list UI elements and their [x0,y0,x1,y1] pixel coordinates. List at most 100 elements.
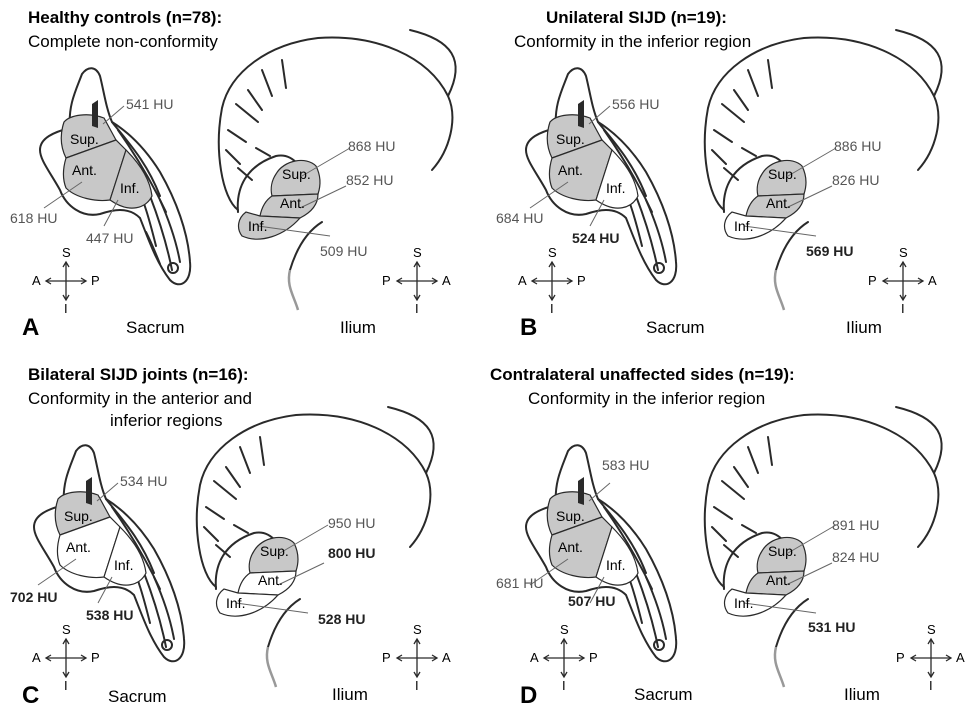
sacrum-label: Sacrum [108,687,167,707]
ilium-inf-hu: 531 HU [808,619,855,635]
sacrum-ant-label: Ant. [66,539,91,555]
panel-title: Healthy controls (n=78): [28,8,222,28]
sacrum-label: Sacrum [634,685,693,705]
compass-sacrum-i: I [562,678,566,693]
sacrum-sup-hu: 583 HU [602,457,649,473]
sacrum-ant-hu: 618 HU [10,210,57,226]
sacrum-inf-label: Inf. [120,180,139,196]
sacrum-sup-label: Sup. [556,131,585,147]
compass-sacrum-p: P [91,650,100,665]
ilium-sup-label: Sup. [768,543,797,559]
panel-subtitle-line2: inferior regions [110,411,222,431]
panel-subtitle: Conformity in the inferior region [514,32,751,52]
panel-letter: D [520,682,537,710]
compass-ilium-i: I [929,678,933,693]
compass-sacrum-s: S [62,245,71,260]
panel-c: Bilateral SIJD joints (n=16): Conformity… [0,357,485,714]
panel-d: Contralateral unaffected sides (n=19): C… [486,357,971,714]
ilium-ant-hu: 852 HU [346,172,393,188]
compass-sacrum-a: A [518,273,527,288]
sacrum-inf-hu: 524 HU [572,230,619,246]
sacrum-inf-label: Inf. [114,557,133,573]
panel-title: Contralateral unaffected sides (n=19): [490,365,795,385]
ilium-ant-hu: 800 HU [328,545,375,561]
ilium-inf-label: Inf. [734,218,753,234]
compass-sacrum-a: A [530,650,539,665]
panel-subtitle: Complete non-conformity [28,32,218,52]
ilium-inf-label: Inf. [226,595,245,611]
sacrum-ant-label: Ant. [72,162,97,178]
compass-ilium-p: P [382,650,391,665]
panel-c-drawing [0,357,485,714]
compass-ilium-a: A [928,273,937,288]
sacrum-inf-hu: 507 HU [568,593,615,609]
panel-a-drawing [0,0,485,357]
ilium-ant-label: Ant. [258,572,283,588]
sacrum-ant-label: Ant. [558,539,583,555]
ilium-ant-hu: 826 HU [832,172,879,188]
compass-sacrum-arrows [46,262,86,300]
ilium-outline [219,38,452,210]
sacrum-sup-hu: 541 HU [126,96,173,112]
ilium-sup-hu: 891 HU [832,517,879,533]
ilium-sup-label: Sup. [768,166,797,182]
ilium-sup-label: Sup. [260,543,289,559]
compass-ilium-i: I [415,678,419,693]
panel-subtitle: Conformity in the anterior and [28,389,252,409]
ilium-label: Ilium [340,318,376,338]
sacrum-label: Sacrum [126,318,185,338]
sacrum-sup-label: Sup. [70,131,99,147]
ilium-inf-label: Inf. [734,595,753,611]
sacrum-sup-hu: 556 HU [612,96,659,112]
compass-ilium-a: A [442,273,451,288]
compass-sacrum-p: P [589,650,598,665]
ilium-sup-label: Sup. [282,166,311,182]
compass-sacrum-p: P [577,273,586,288]
panel-title: Unilateral SIJD (n=19): [546,8,727,28]
compass-sacrum-i: I [64,678,68,693]
compass-sacrum-s: S [62,622,71,637]
compass-ilium-p: P [896,650,905,665]
sacrum-label: Sacrum [646,318,705,338]
ilium-label: Ilium [846,318,882,338]
compass-sacrum-a: A [32,650,41,665]
panel-subtitle: Conformity in the inferior region [528,389,765,409]
ilium-inf-hu: 509 HU [320,243,367,259]
sacrum-inf-hu: 447 HU [86,230,133,246]
sacrum-inf-hu: 538 HU [86,607,133,623]
ilium-inf-hu: 569 HU [806,243,853,259]
ilium-ant-hu: 824 HU [832,549,879,565]
ilium-ant-label: Ant. [766,195,791,211]
panel-b: Unilateral SIJD (n=19): Conformity in th… [486,0,971,357]
ilium-label: Ilium [844,685,880,705]
compass-sacrum-s: S [560,622,569,637]
panel-b-drawing [486,0,971,357]
compass-ilium-a: A [442,650,451,665]
panel-letter: C [22,682,39,710]
sacrum-ant-hu: 702 HU [10,589,57,605]
compass-sacrum-p: P [91,273,100,288]
compass-ilium-s: S [899,245,908,260]
compass-ilium-a: A [956,650,965,665]
panel-a: Healthy controls (n=78): Complete non-co… [0,0,485,357]
ilium-ant-label: Ant. [766,572,791,588]
sacrum-ant-hu: 681 HU [496,575,543,591]
sacrum-ant-label: Ant. [558,162,583,178]
sacrum-sup-hu: 534 HU [120,473,167,489]
compass-ilium-i: I [415,301,419,316]
ilium-label: Ilium [332,685,368,705]
sacrum-ant-hu: 684 HU [496,210,543,226]
compass-ilium-s: S [413,245,422,260]
compass-ilium-p: P [868,273,877,288]
compass-sacrum-s: S [548,245,557,260]
ilium-ant-label: Ant. [280,195,305,211]
compass-ilium-p: P [382,273,391,288]
sacrum-sup-label: Sup. [556,508,585,524]
panel-letter: B [520,314,537,342]
ilium-sup-hu: 950 HU [328,515,375,531]
compass-sacrum-a: A [32,273,41,288]
compass-ilium-s: S [413,622,422,637]
sacrum-inf-label: Inf. [606,180,625,196]
sacrum-inf-label: Inf. [606,557,625,573]
panel-title: Bilateral SIJD joints (n=16): [28,365,249,385]
